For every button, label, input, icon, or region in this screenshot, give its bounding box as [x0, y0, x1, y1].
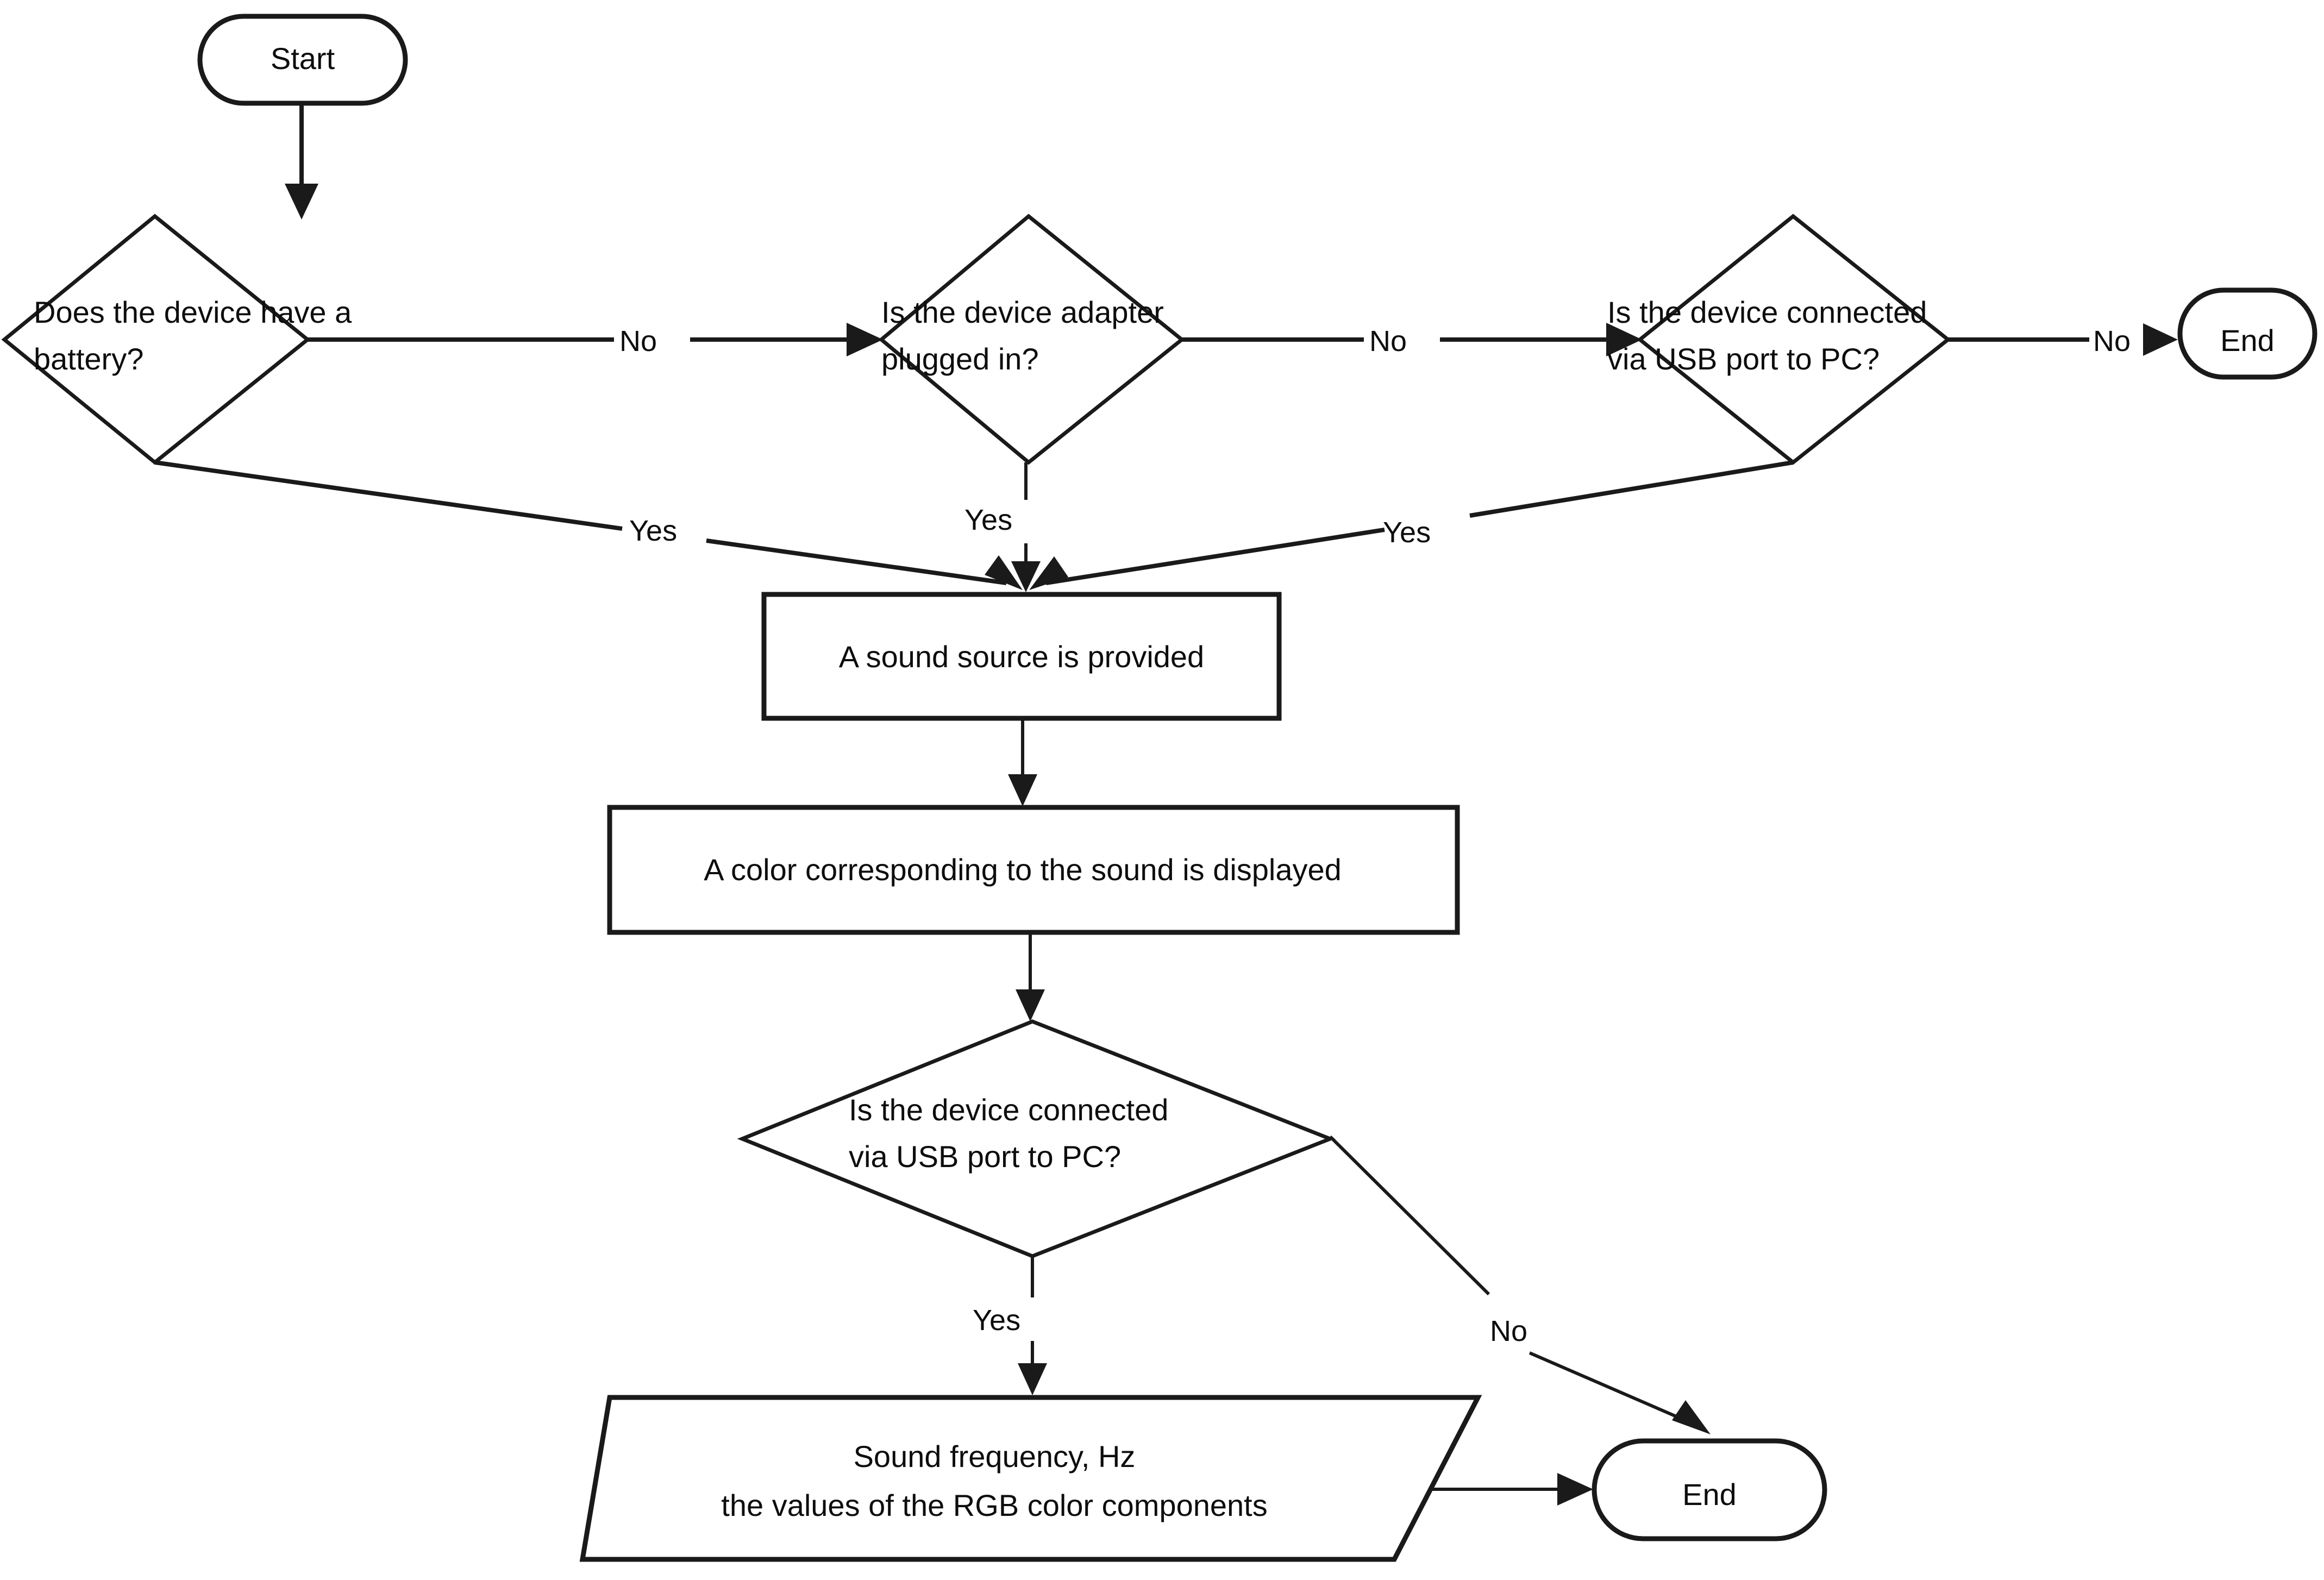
edge-d1-no-to-d2: No [308, 323, 883, 358]
edge-label-d1-yes: Yes [629, 515, 677, 547]
node-decision-usb-bottom-line2: via USB port to PC? [849, 1139, 1121, 1174]
node-decision-adapter-line1: Is the device adapter [881, 295, 1164, 329]
edge-label-d3-yes: Yes [1383, 516, 1431, 549]
node-io-output-line1: Sound frequency, Hz [854, 1439, 1136, 1474]
edge-d2-yes-to-p1: Yes [964, 462, 1041, 592]
node-end-top-label: End [2220, 323, 2275, 358]
edge-d2-no-to-d3: No [1182, 323, 1642, 358]
node-io-output-line2: the values of the RGB color components [721, 1488, 1267, 1522]
node-decision-usb-top-line2: via USB port to PC? [1607, 342, 1880, 376]
node-decision-battery-line1: Does the device have a [34, 295, 352, 329]
edge-start-to-d1 [285, 104, 318, 220]
node-decision-battery-line2: battery? [34, 342, 143, 376]
node-end-bottom-label: End [1682, 1477, 1737, 1512]
edge-label-d4-yes: Yes [973, 1304, 1020, 1337]
node-io-output[interactable]: Sound frequency, Hz the values of the RG… [579, 1395, 1482, 1562]
node-decision-usb-top[interactable]: Is the device connected via USB port to … [1607, 214, 1951, 465]
edge-d4-no-to-end-bottom: No [1329, 1135, 1711, 1434]
node-end-bottom[interactable]: End [1592, 1438, 1827, 1541]
node-process-color-display[interactable]: A color corresponding to the sound is di… [607, 805, 1460, 935]
node-end-top[interactable]: End [2177, 287, 2317, 380]
edge-d3-no-to-end-top: No [1948, 323, 2178, 358]
node-decision-battery[interactable]: Does the device have a battery? [1, 214, 352, 465]
edge-label-d1-no: No [619, 325, 657, 358]
edge-d4-yes-to-io1: Yes [973, 1256, 1047, 1395]
edge-label-d2-yes: Yes [964, 504, 1012, 536]
node-decision-usb-top-line1: Is the device connected [1607, 295, 1927, 329]
node-decision-usb-bottom[interactable]: Is the device connected via USB port to … [737, 1019, 1336, 1258]
edge-label-d4-no: No [1490, 1315, 1527, 1347]
node-process-sound-source-label: A sound source is provided [839, 639, 1204, 674]
edge-p2-to-d4 [1016, 933, 1045, 1021]
edge-label-d3-no: No [2093, 325, 2131, 358]
node-decision-adapter-line2: plugged in? [881, 342, 1039, 376]
edge-d3-yes-to-p1: Yes [1029, 460, 1794, 590]
node-start[interactable]: Start [197, 14, 408, 106]
edge-d1-yes-to-p1: Yes [154, 460, 1023, 590]
node-decision-usb-bottom-line1: Is the device connected [849, 1093, 1168, 1127]
edge-label-d2-no: No [1369, 325, 1407, 358]
node-decision-adapter[interactable]: Is the device adapter plugged in? [878, 214, 1185, 465]
edge-p1-to-p2 [1008, 718, 1037, 806]
node-process-sound-source[interactable]: A sound source is provided [761, 592, 1282, 721]
node-start-label: Start [271, 41, 335, 76]
node-process-color-display-label: A color corresponding to the sound is di… [704, 852, 1342, 887]
